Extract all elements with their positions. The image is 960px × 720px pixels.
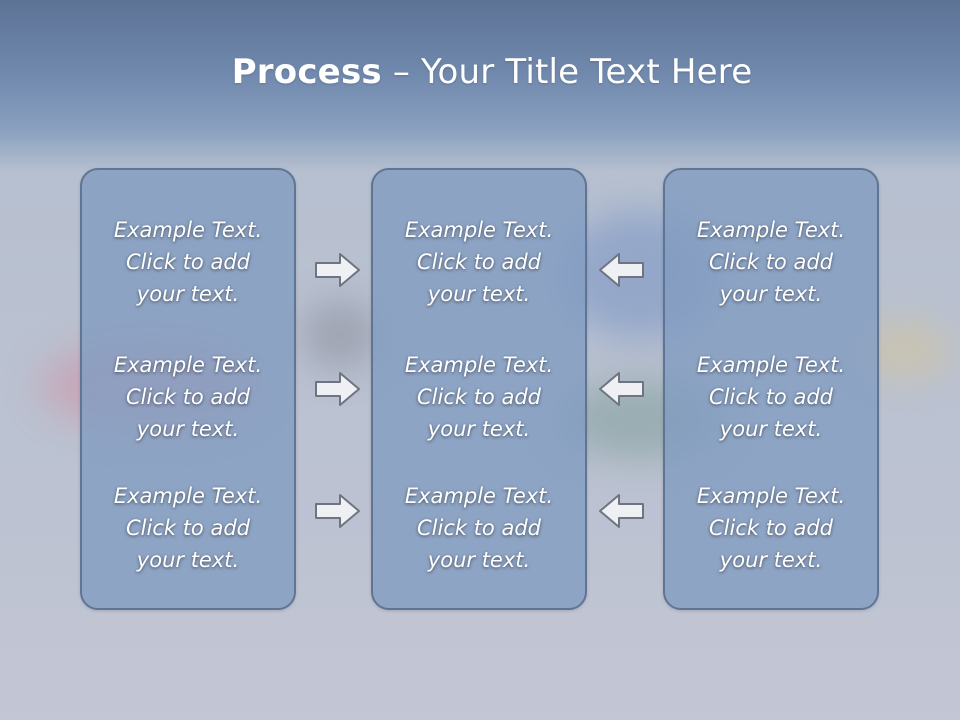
text-placeholder[interactable]: Example Text. Click to add your text. <box>404 484 554 572</box>
text-placeholder[interactable]: Example Text. Click to add your text. <box>404 218 554 306</box>
process-panel-right[interactable]: Example Text. Click to add your text. Ex… <box>663 168 879 610</box>
arrow-left-icon <box>599 253 644 287</box>
text-placeholder[interactable]: Example Text. Click to add your text. <box>696 218 846 306</box>
text-placeholder[interactable]: Example Text. Click to add your text. <box>113 218 263 306</box>
process-panel-left[interactable]: Example Text. Click to add your text. Ex… <box>80 168 296 610</box>
title-bold: Process <box>231 52 382 92</box>
text-placeholder[interactable]: Example Text. Click to add your text. <box>404 353 554 441</box>
arrow-left-icon <box>599 372 644 406</box>
text-placeholder[interactable]: Example Text. Click to add your text. <box>696 484 846 572</box>
text-placeholder[interactable]: Example Text. Click to add your text. <box>113 484 263 572</box>
arrow-right-icon <box>315 253 360 287</box>
arrow-right-icon <box>315 372 360 406</box>
process-panel-center[interactable]: Example Text. Click to add your text. Ex… <box>371 168 587 610</box>
arrow-right-icon <box>315 494 360 528</box>
text-placeholder[interactable]: Example Text. Click to add your text. <box>113 353 263 441</box>
title-rest: – Your Title Text Here <box>381 52 753 92</box>
background-blob-dark <box>300 300 380 370</box>
slide-title[interactable]: Process – Your Title Text Here <box>0 52 960 92</box>
text-placeholder[interactable]: Example Text. Click to add your text. <box>696 353 846 441</box>
arrow-left-icon <box>599 494 644 528</box>
